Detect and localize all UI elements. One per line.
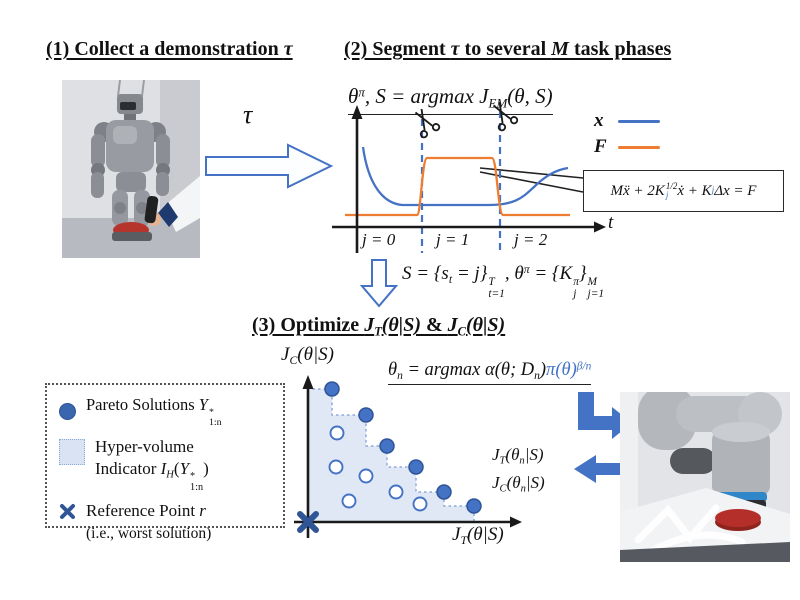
wrist-cylinder (712, 430, 770, 496)
pareto-point (358, 407, 374, 423)
scissors-icon (492, 101, 519, 132)
force-curve (345, 156, 570, 217)
dominated-point (329, 425, 345, 441)
table-edge (620, 542, 790, 562)
robot-pelvis (116, 172, 146, 192)
flow-arrow-down-icon (360, 259, 398, 308)
robot-arm-right (156, 134, 170, 168)
x-marker-icon (60, 504, 75, 520)
flow-arrow-elbow-icon (578, 392, 632, 439)
filled-circle-icon (59, 403, 76, 421)
legend-entry-reference-point: Reference Point r (i.e., worst solution) (59, 500, 271, 543)
legend-entry-pareto-solutions: Pareto Solutions Y*1:n (59, 395, 271, 429)
shaded-square-icon (59, 438, 85, 465)
robot-arm-left (91, 134, 105, 168)
dominated-points (328, 425, 428, 512)
scissors-icon (414, 108, 441, 139)
navy-cuff (158, 202, 178, 227)
robot-base (112, 232, 152, 241)
pareto-point (436, 484, 452, 500)
pareto-points (324, 381, 482, 514)
hypervolume-region (307, 388, 475, 523)
segment-plot-legend: x F (594, 108, 660, 160)
reference-point-x-icon (297, 511, 319, 533)
pareto-ylabel: JC(θ|S) (281, 344, 335, 368)
phase-label-1: j = 1 (436, 230, 470, 249)
objective-JT: JT(θn|S) (492, 445, 544, 467)
segmentation-plot (332, 101, 606, 255)
pareto-point (324, 381, 340, 397)
legend-entry-F: F (594, 134, 660, 160)
y-axis-arrowhead (302, 375, 314, 389)
legend-entry-x: x (594, 108, 660, 134)
step2-title: (2) Segment τ to several M task phases (344, 38, 672, 60)
step3-title: (3) Optimize JT(θ|S) & JC(θ|S) (252, 314, 506, 339)
flow-arrow-left-icon (574, 455, 628, 483)
red-wiping-tool (715, 509, 761, 527)
flow-arrow-right-icon (205, 143, 334, 189)
dominated-point (358, 468, 374, 484)
human-hand (144, 176, 200, 232)
wipe-marks (634, 504, 746, 556)
t-axis-label: t (608, 212, 614, 233)
pareto-point (466, 498, 482, 514)
objective-JC: JC(θn|S) (492, 473, 545, 495)
objective-output-labels: JT(θn|S) JC(θn|S) (492, 442, 545, 498)
dominated-point (388, 484, 404, 500)
y-axis-arrowhead (351, 105, 363, 119)
phase-label-0: j = 0 (362, 230, 396, 249)
arm-elbow (670, 448, 716, 474)
pareto-point (408, 459, 424, 475)
leader-line (479, 167, 584, 179)
step1-title: (1) Collect a demonstration τ (46, 38, 293, 60)
pareto-legend-box: Pareto Solutions Y*1:n Hyper-volume Indi… (45, 383, 285, 542)
robot-visor (120, 102, 136, 110)
dominated-point (328, 459, 344, 475)
dominated-point (341, 493, 357, 509)
F-line-swatch (618, 145, 660, 149)
humanoid-robot (91, 94, 170, 241)
pareto-xlabel: JT(θ|S) (452, 524, 504, 548)
legend-entry-hypervolume: Hyper-volume Indicator IH(Y*1:n) (59, 436, 271, 494)
x-line-swatch (618, 119, 660, 123)
x-curve (361, 146, 569, 207)
acquisition-equation: θn = argmax α(θ; Dn)π(θ)β/n (388, 360, 592, 385)
x-axis-arrowhead (594, 221, 606, 233)
phase-label-2: j = 2 (514, 230, 548, 249)
dominated-point (412, 496, 428, 512)
pareto-point (379, 438, 395, 454)
held-tool (144, 195, 159, 224)
pareto-plot (294, 375, 522, 538)
x-axis-arrowhead (510, 516, 522, 528)
execution-photo (620, 392, 790, 562)
demonstration-photo (62, 80, 200, 258)
tau-label: τ (243, 100, 253, 129)
em-equation: θπ, S = argmax JEM(θ, S) (348, 84, 553, 115)
